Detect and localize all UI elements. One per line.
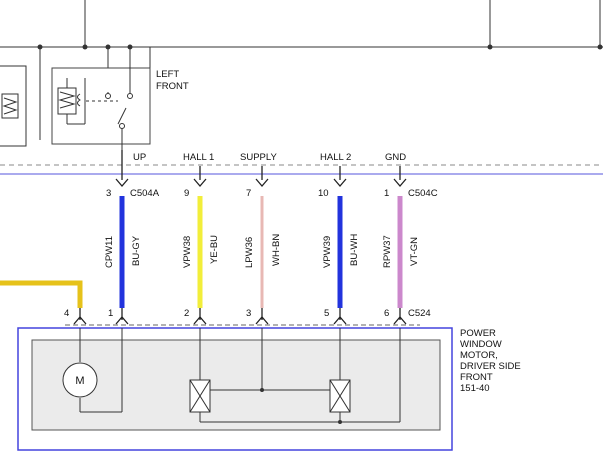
hall-sensor-1 — [189, 379, 211, 413]
connector-c504c: C504C — [408, 188, 438, 199]
relay-label-line2: FRONT — [156, 81, 189, 92]
wire-up-circuit: CPW11 — [104, 236, 115, 268]
pin-top-up: 3 — [106, 188, 111, 199]
junction-dot — [338, 420, 342, 424]
wire-hall1-color-code: YE-BU — [209, 235, 220, 264]
connector-c524: C524 — [408, 308, 431, 319]
bottom-pin-numbers: 4 1 2 3 5 6 C524 — [64, 308, 431, 319]
pin-top-gnd: 1 — [384, 188, 389, 199]
relay-left-front: LEFT FRONT — [51, 47, 189, 150]
pin-bottom-supply: 3 — [246, 308, 251, 319]
pin-top-hall1: 9 — [184, 188, 189, 199]
top-pin-numbers: 3 9 7 10 1 C504A C504C — [106, 188, 438, 199]
component-label-line6: 151-40 — [460, 383, 490, 394]
connector-c504a: C504A — [130, 188, 160, 199]
component-label-line4: DRIVER SIDE — [460, 361, 521, 372]
wire-gnd-circuit: RPW37 — [382, 235, 393, 268]
signal-hall1: HALL 1 — [183, 152, 214, 163]
wire-supply-circuit: LPW36 — [244, 237, 255, 268]
wire-gnd-color-code: VT-GN — [409, 237, 420, 266]
component-label-line3: MOTOR, — [460, 350, 498, 361]
component-body — [31, 339, 441, 431]
component-label-line2: WINDOW — [460, 339, 502, 350]
junction-dot — [260, 388, 264, 392]
signal-supply: SUPPLY — [240, 152, 277, 163]
hall-sensor-2 — [329, 379, 351, 413]
signal-up: UP — [133, 152, 146, 163]
pin-bottom-up: 1 — [108, 308, 113, 319]
wires — [0, 196, 403, 308]
pin-top-hall2: 10 — [318, 188, 329, 199]
pin-bottom-gnd: 6 — [384, 308, 389, 319]
pin-top-supply: 7 — [246, 188, 251, 199]
component-label: POWER WINDOW MOTOR, DRIVER SIDE FRONT 15… — [460, 328, 521, 394]
pin-bottom-hall1: 2 — [184, 308, 189, 319]
internal-wiring — [79, 328, 401, 423]
relay-label-line1: LEFT — [156, 69, 179, 80]
signal-gnd: GND — [385, 152, 406, 163]
pin-bottom-left: 4 — [64, 308, 69, 319]
wire-hall1-circuit: VPW38 — [182, 236, 193, 268]
relay-right-rear — [0, 65, 27, 147]
wire-hall2-color-code: BU-WH — [349, 234, 360, 266]
top-connector-pins — [115, 150, 407, 187]
pin-bottom-hall2: 5 — [324, 308, 329, 319]
junction-dots — [37, 44, 603, 50]
component-label-line1: POWER — [460, 328, 496, 339]
component-frame — [17, 327, 453, 451]
component-label-line5: FRONT — [460, 372, 493, 383]
wire-supply-color-code: WH-BN — [271, 234, 282, 266]
signal-labels: UP HALL 1 SUPPLY HALL 2 GND — [133, 152, 406, 163]
wire-up-color-code: BU-GY — [131, 235, 142, 266]
bottom-connector-pins — [73, 308, 407, 325]
wire-left — [0, 280, 83, 308]
wire-hall2-circuit: VPW39 — [322, 236, 333, 268]
motor-symbol: M — [62, 362, 98, 398]
motor-symbol-label: M — [75, 375, 84, 387]
signal-hall2: HALL 2 — [320, 152, 351, 163]
wire-labels: CPW11 BU-GY VPW38 YE-BU LPW36 WH-BN VPW3… — [104, 234, 420, 268]
